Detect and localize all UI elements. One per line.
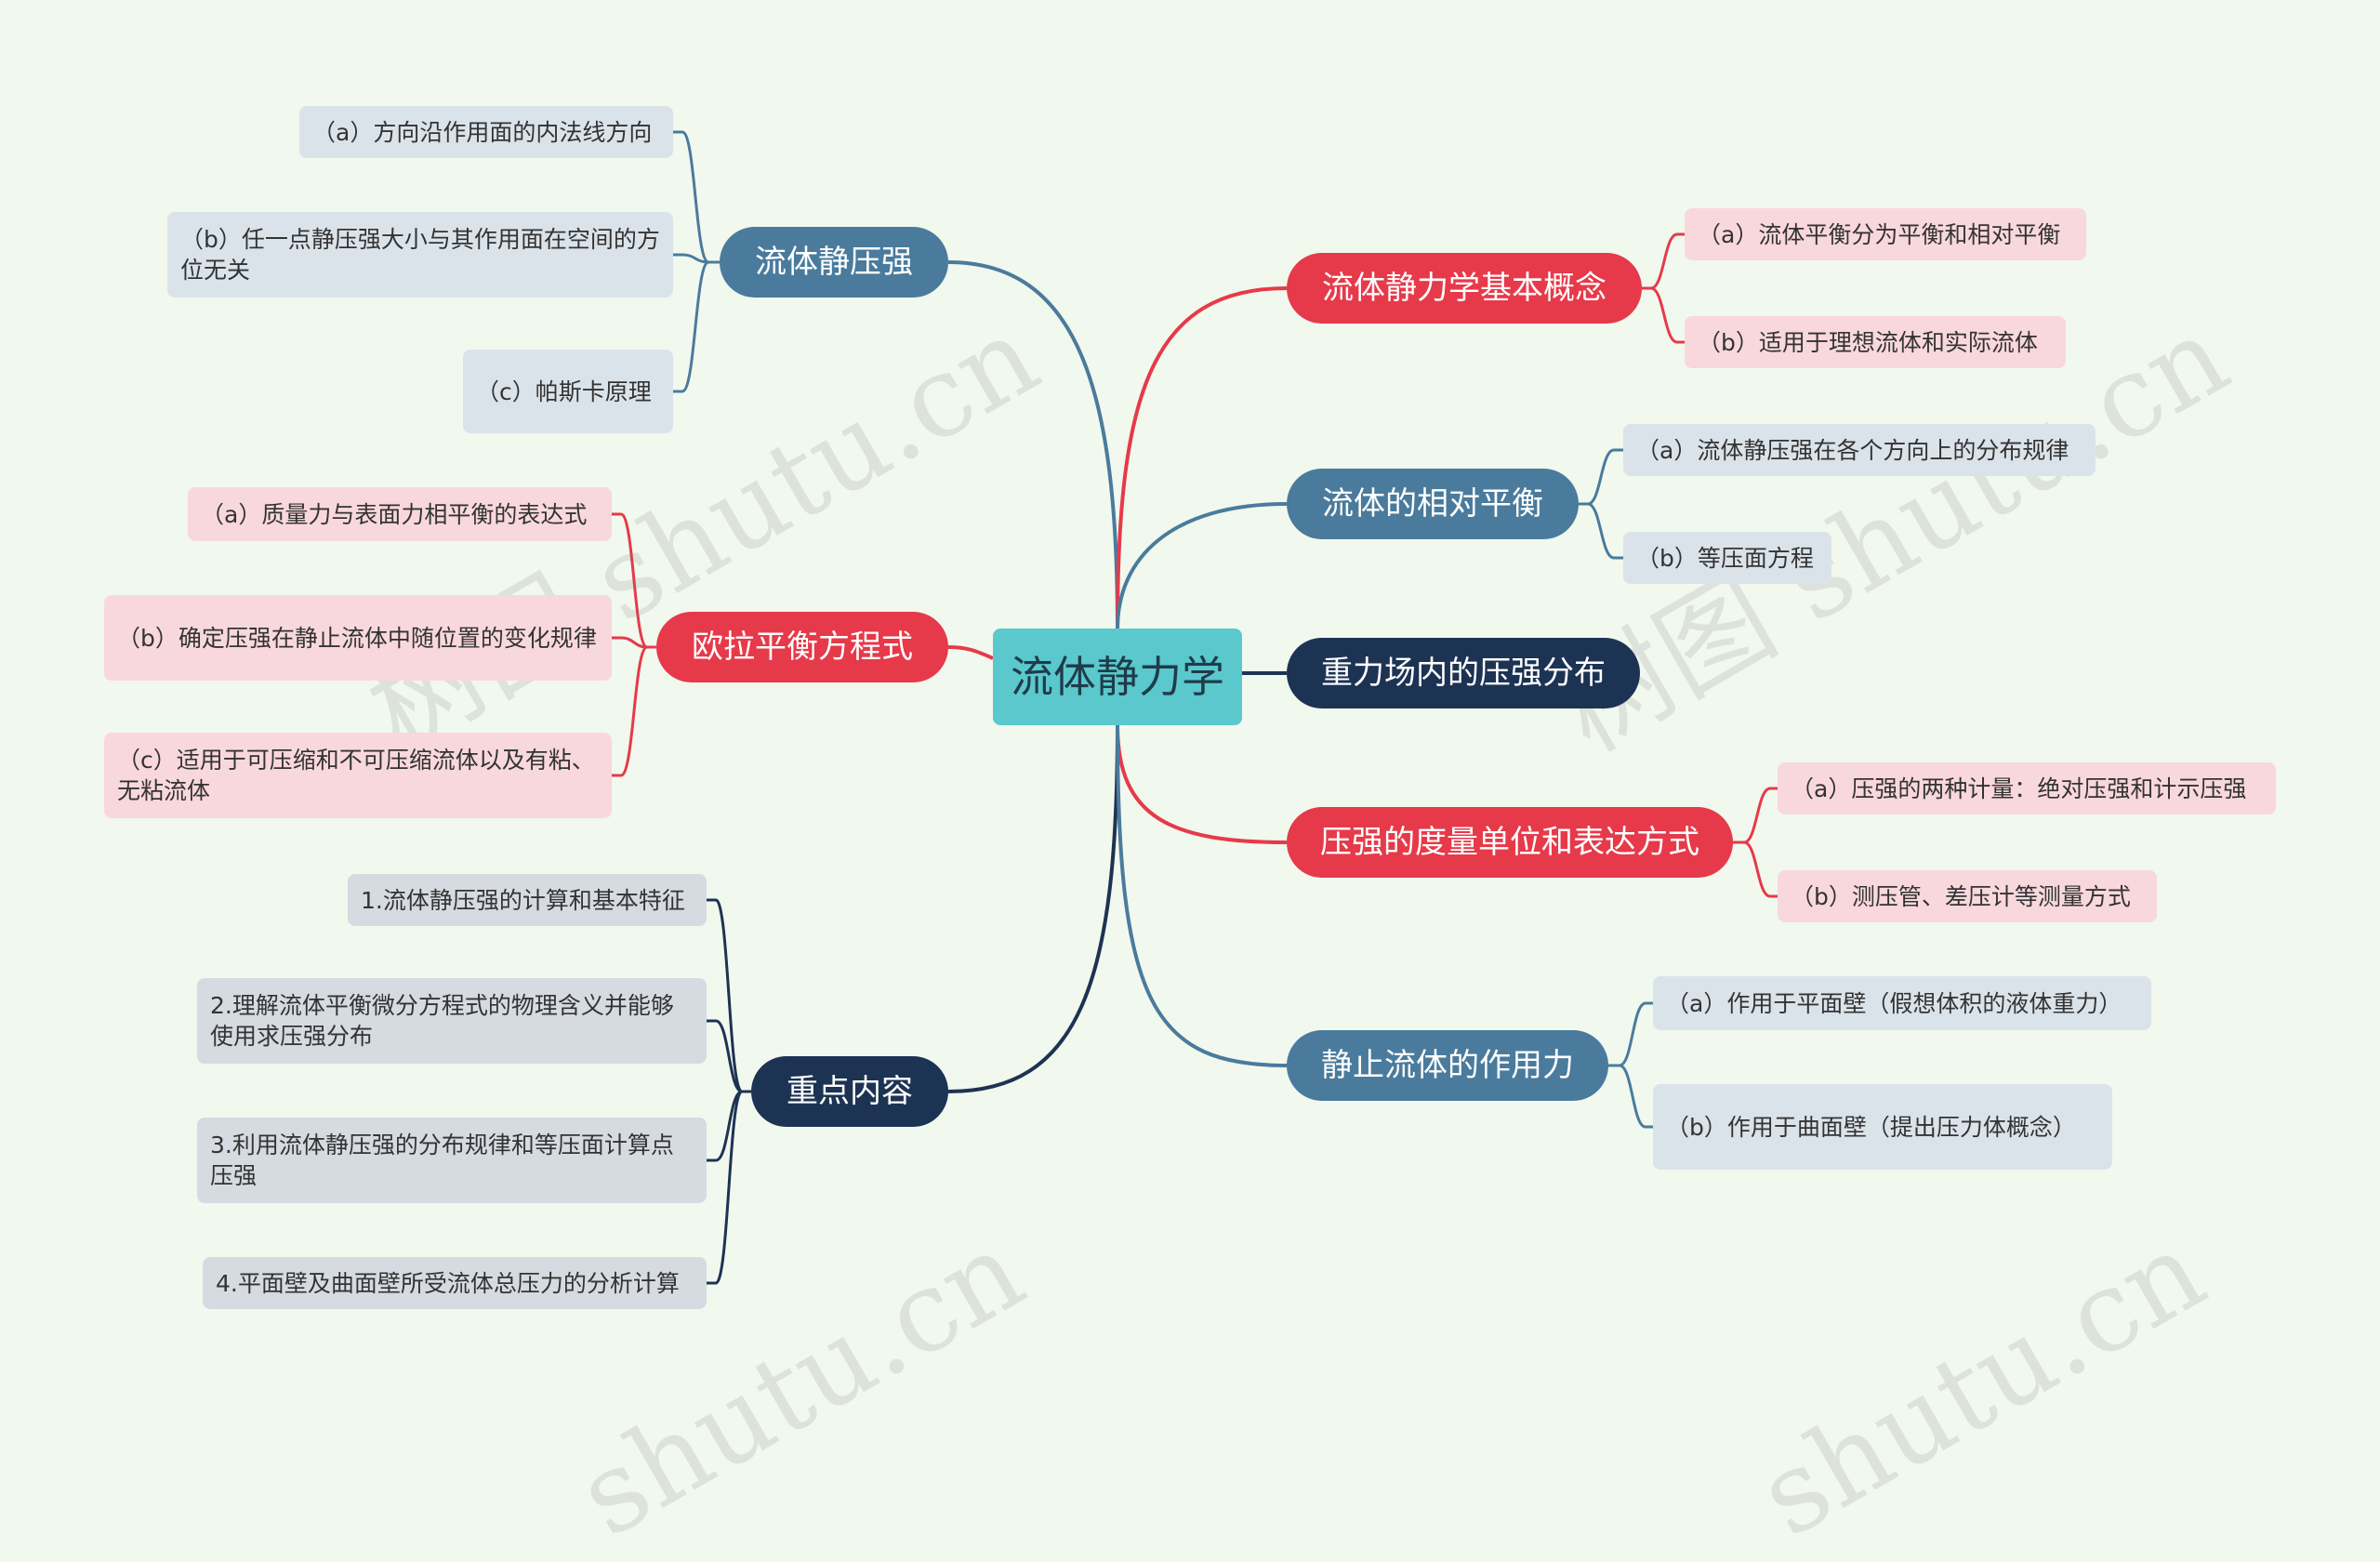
connector-line (707, 1090, 744, 1285)
connector-line (947, 724, 1119, 1093)
leaf-force-b[interactable]: （b）作用于曲面壁（提出压力体概念） (1653, 1084, 2112, 1170)
connector-line (707, 898, 744, 1093)
connector-line (1743, 841, 1778, 898)
leaf-static-pressure-b[interactable]: （b）任一点静压强大小与其作用面在空间的方位无关 (167, 212, 673, 298)
leaf-key-4[interactable]: 4.平面壁及曲面壁所受流体总压力的分析计算 (203, 1257, 707, 1309)
leaf-force-a[interactable]: （a）作用于平面壁（假想体积的液体重力） (1653, 976, 2151, 1030)
connector-line (673, 260, 710, 393)
connector-line (947, 260, 1119, 629)
connector-line (1650, 232, 1685, 290)
leaf-static-pressure-a[interactable]: （a）方向沿作用面的内法线方向 (299, 106, 673, 158)
connector-lines (612, 130, 1778, 1285)
leaf-relative-a[interactable]: （a）流体静压强在各个方向上的分布规律 (1623, 424, 2096, 476)
connector-line (1116, 724, 1288, 844)
connector-line (947, 645, 994, 660)
leaf-key-1[interactable]: 1.流体静压强的计算和基本特征 (348, 874, 707, 926)
leaf-units-a[interactable]: （a）压强的两种计量：绝对压强和计示压强 (1778, 762, 2276, 814)
connector-line (1619, 1001, 1653, 1067)
leaf-euler-a[interactable]: （a）质量力与表面力相平衡的表达式 (188, 487, 612, 541)
root-topic[interactable]: 流体静力学 (993, 629, 1242, 725)
branch-gravity-pressure[interactable]: 重力场内的压强分布 (1287, 638, 1640, 708)
connector-line (612, 636, 648, 649)
connector-line (1619, 1064, 1653, 1129)
leaf-key-3[interactable]: 3.利用流体静压强的分布规律和等压面计算点压强 (197, 1118, 707, 1203)
connector-line (612, 645, 649, 777)
leaf-key-2[interactable]: 2.理解流体平衡微分方程式的物理含义并能够使用求压强分布 (197, 978, 707, 1064)
leaf-euler-c[interactable]: （c）适用于可压缩和不可压缩流体以及有粘、无粘流体 (104, 733, 612, 818)
leaf-relative-b[interactable]: （b）等压面方程 (1623, 532, 1831, 584)
branch-fluid-static-pressure[interactable]: 流体静压强 (720, 227, 948, 298)
connector-line (673, 253, 709, 264)
branch-relative-equilibrium[interactable]: 流体的相对平衡 (1287, 469, 1579, 539)
connector-line (707, 1090, 743, 1162)
leaf-basic-b[interactable]: （b）适用于理想流体和实际流体 (1685, 316, 2066, 368)
leaf-euler-b[interactable]: （b）确定压强在静止流体中随位置的变化规律 (104, 595, 612, 681)
branch-static-force[interactable]: 静止流体的作用力 (1287, 1030, 1608, 1101)
connector-line (1743, 787, 1778, 844)
mindmap-canvas: 树图 shutu.cn 树图 shutu.cn shutu.cn shutu.c… (104, 106, 2276, 1562)
leaf-units-b[interactable]: （b）测压管、差压计等测量方式 (1778, 870, 2157, 922)
leaf-basic-a[interactable]: （a）流体平衡分为平衡和相对平衡 (1685, 208, 2086, 260)
connector-line (1116, 286, 1288, 629)
connector-line (612, 512, 648, 649)
connector-line (707, 1019, 743, 1093)
branch-pressure-units[interactable]: 压强的度量单位和表达方式 (1287, 807, 1733, 878)
connector-line (1587, 448, 1623, 506)
branch-euler-equation[interactable]: 欧拉平衡方程式 (656, 612, 948, 682)
leaf-static-pressure-c[interactable]: （c）帕斯卡原理 (463, 350, 673, 433)
connector-line (1587, 502, 1623, 560)
connector-line (1650, 286, 1685, 344)
branch-basic-concepts[interactable]: 流体静力学基本概念 (1287, 253, 1642, 324)
connector-line (1116, 724, 1288, 1067)
connector-line (673, 130, 710, 264)
branch-key-content[interactable]: 重点内容 (751, 1056, 948, 1127)
connector-line (1116, 502, 1288, 629)
